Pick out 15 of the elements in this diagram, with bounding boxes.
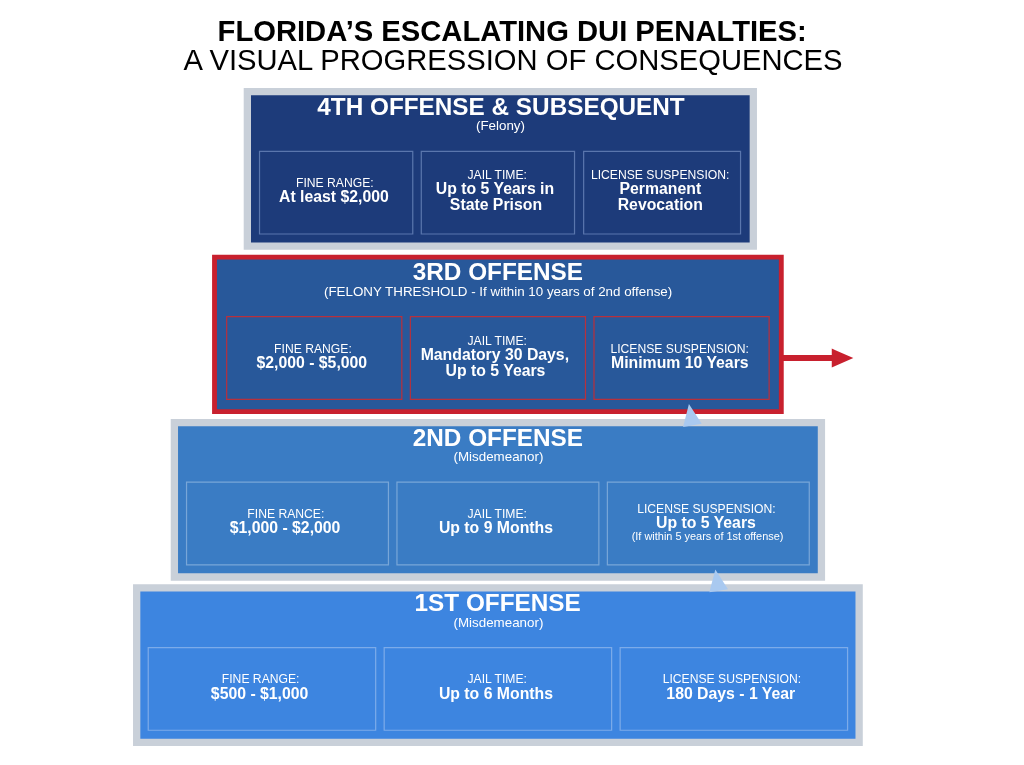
node-box: FINE RANCE: $1,000 - $2,000 — [185, 481, 389, 565]
node-box: LICENSE SUSPENSION: 180 Days - 1 Year — [619, 646, 848, 731]
node-box: JAIL TIME: Mandatory 30 Days, Up to 5 Years — [409, 315, 586, 400]
node-box: JAIL TIME: Up to 9 Months — [395, 481, 599, 565]
diagram-title: FLORIDA’S ESCALATING DUI PENALTIES: A VISUAL PROGRESSION OF CONSEQUENCES — [183, 14, 843, 76]
node-box: FINE RANGE: $2,000 - $5,000 — [225, 315, 402, 400]
node-box: LICENSE SUSPENSION: Permanent Revocation — [582, 150, 741, 235]
node-box: JAIL TIME: Up to 5 Years in State Prison — [420, 150, 575, 235]
arrow — [780, 348, 853, 367]
node-box: JAIL TIME: Up to 6 Months — [383, 646, 612, 731]
node-box: FINE RANGE: At least $2,000 — [258, 150, 413, 235]
node-box: FINE RANGE: $500 - $1,000 — [147, 646, 376, 731]
node-box: LICENSE SUSPENSION: Minimum 10 Years — [592, 315, 770, 400]
arrow — [708, 569, 728, 592]
node-box: LICENSE SUSPENSION: Up to 5 Years (If within 5 years of 1st offense) — [606, 481, 810, 565]
